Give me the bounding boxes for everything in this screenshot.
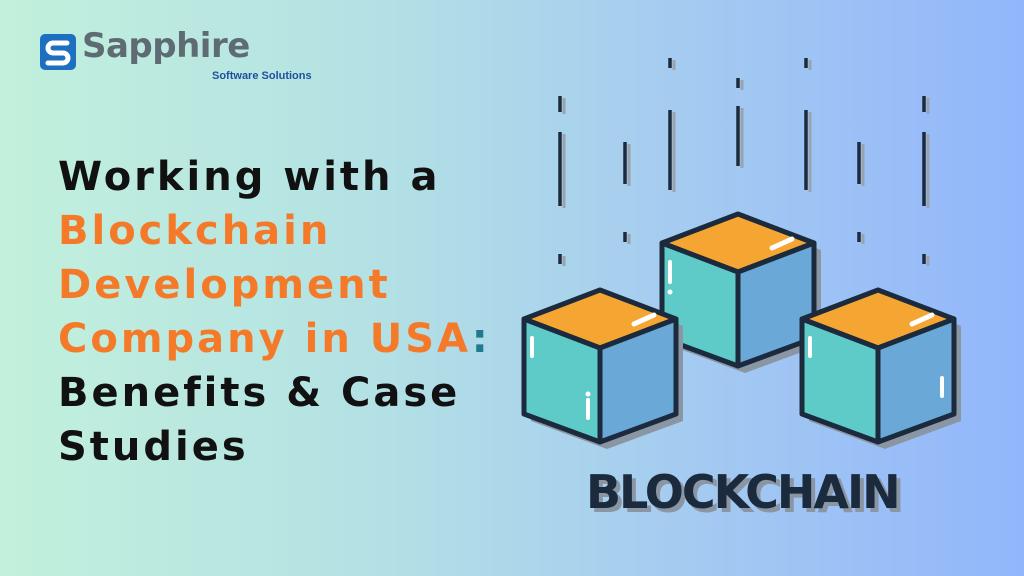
headline-line-6: Studies <box>58 424 249 470</box>
brand-tagline: Software Solutions <box>212 70 312 82</box>
headline-colon: : <box>471 316 491 362</box>
headline-line-2: Blockchain <box>58 208 332 254</box>
cube-right <box>799 287 961 449</box>
cube-center <box>659 211 821 373</box>
headline-line-3: Development <box>58 262 391 308</box>
headline-line-4-accent: Company in USA <box>58 316 472 362</box>
headline-line-4: Company in USA: <box>58 312 491 366</box>
data-stream-lines <box>558 58 930 266</box>
headline-line-5: Benefits & Case <box>58 370 461 416</box>
blockchain-caption-shadow: BLOCKCHAIN <box>590 469 903 523</box>
page-title: Working with a Blockchain Development Co… <box>58 150 491 474</box>
headline-line-1: Working with a <box>58 154 441 200</box>
brand-name: Sapphire <box>82 26 250 66</box>
cube-left <box>521 287 683 449</box>
sapphire-s-logo-icon <box>40 34 76 70</box>
blockchain-cubes-illustration: BLOCKCHAIN BLOCKCHAIN <box>521 58 961 523</box>
blockchain-caption: BLOCKCHAIN <box>586 465 899 519</box>
